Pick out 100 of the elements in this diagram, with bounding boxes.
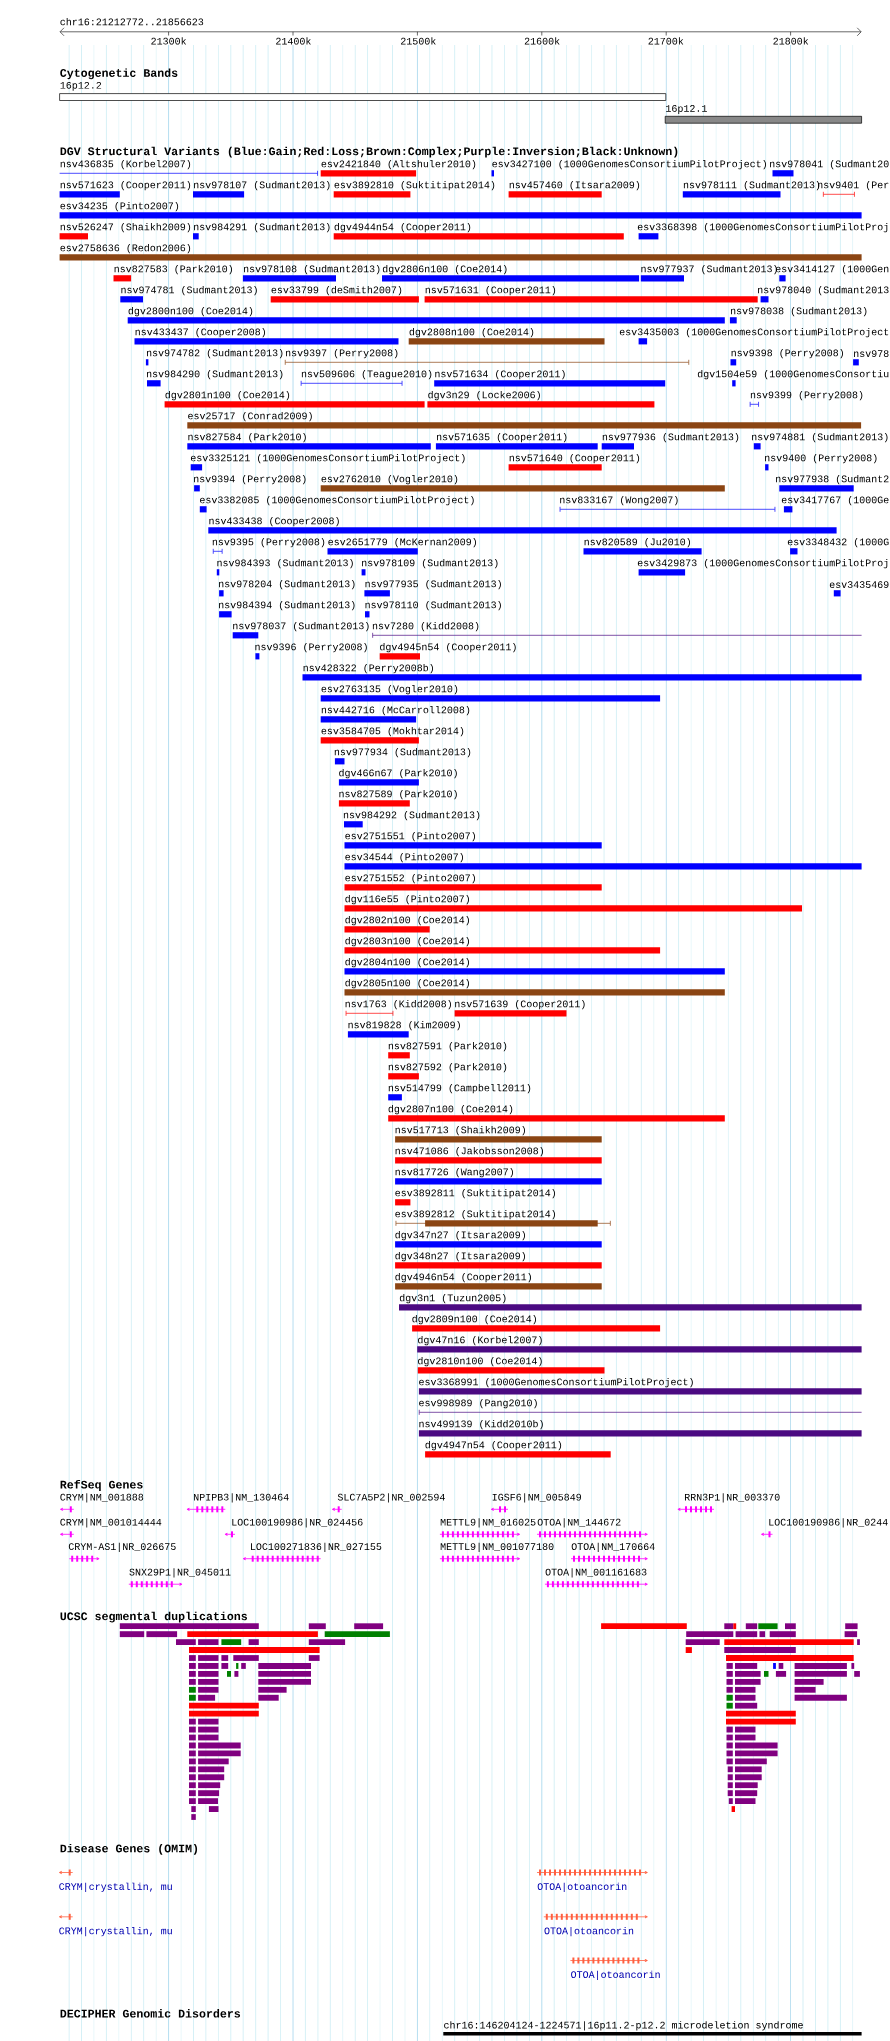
variant-label: esv2763135 (Vogler2010): [321, 684, 458, 695]
variant-label: dgv116e55 (Pinto2007): [345, 894, 470, 905]
band-label: 16p12.2: [60, 81, 102, 91]
variant-label: esv34235 (Pinto2007): [60, 201, 179, 212]
variant-label: nsv978110 (Sudmant2013): [365, 600, 501, 611]
variant-label: nsv977935 (Sudmant2013): [365, 579, 501, 590]
variant-label: nsv974881 (Sudmant2013): [752, 432, 888, 443]
variant-label: nsv977937 (Sudmant2013): [641, 264, 777, 275]
variant-label: nsv974782 (Sudmant2013): [147, 348, 283, 359]
variant-label: nsv571635 (Cooper2011): [437, 432, 567, 443]
variant-label: nsv978111 (Sudmant2013): [683, 180, 820, 191]
variant-label: nsv984394 (Sudmant2013): [219, 600, 355, 611]
variant-label: esv3584705 (Mokhtar2014): [321, 726, 464, 737]
variant-label: nsv978037 (Sudmant2013): [233, 621, 369, 632]
variant-label: nsv819828 (Kim2009): [348, 1020, 460, 1031]
gene-label: IGSF6|NM_005849: [492, 1493, 581, 1503]
variant-label: nsv1763 (Kidd2008): [345, 999, 452, 1010]
variant-label: esv34544 (Pinto2007): [345, 852, 464, 863]
variant-label: nsv984292 (Sudmant2013): [343, 810, 480, 821]
variant-label: nsv9397 (Perry2008): [286, 348, 398, 359]
gene-label: METTL9|NM_016025: [440, 1518, 536, 1528]
gene-label: CRYM|NM_001888: [60, 1493, 144, 1503]
variant-label: nsv978: [854, 350, 889, 357]
variant-label: esv33799 (deSmith2007): [271, 285, 402, 296]
variant-label: dgv347n27 (Itsara2009): [395, 1230, 526, 1241]
variant-label: nsv984290 (Sudmant2013): [147, 369, 283, 380]
variant-label: esv2751551 (Pinto2007): [345, 831, 476, 842]
band-label: 16p12.1: [666, 105, 707, 114]
variant-label: esv3892812 (Suktitipat2014): [395, 1209, 556, 1220]
gene-label: LOC100190986|NR_0244: [769, 1518, 888, 1528]
variant-label: nsv978109 (Sudmant2013): [362, 558, 498, 569]
gene-label: OTOA|NM_170664: [571, 1542, 655, 1552]
variant-label: dgv2802n100 (Coe2014): [345, 915, 470, 926]
variant-label: nsv457460 (Itsara2009): [509, 180, 640, 191]
variant-label: esv3435003 (1000GenomesConsortiumPilotProject: [619, 327, 889, 338]
variant-label: nsv984291 (Sudmant2013): [194, 222, 330, 233]
variant-label: esv3417767 (1000Ge: [781, 495, 889, 506]
variant-label: esv3368398 (1000GenomesConsortiumPilotProj: [637, 222, 888, 233]
tick-label: 21400k: [276, 37, 311, 45]
variant-label: dgv466n67 (Park2010): [339, 768, 457, 779]
variant-label: nsv571631 (Cooper2011): [425, 285, 556, 296]
variant-label: nsv442716 (McCarroll2008): [321, 705, 470, 716]
variant-label: dgv3n29 (Locke2006): [428, 390, 540, 401]
variant-label: nsv517713 (Shaikh2009): [395, 1125, 526, 1136]
tick-label: 21800k: [773, 37, 809, 45]
variant-label: nsv571634 (Cooper2011): [435, 369, 565, 380]
variant-label: dgv2808n100 (Coe2014): [409, 327, 534, 338]
tick-label: 21500k: [401, 37, 436, 45]
variant-label: nsv827583 (Park2010): [114, 264, 233, 275]
variant-label: nsv471086 (Jakobsson2008): [395, 1146, 544, 1157]
variant-label: dgv2803n100 (Coe2014): [345, 936, 470, 947]
variant-label: esv3892811 (Suktitipat2014): [395, 1188, 556, 1199]
variant-label: nsv977938 (Sudmant2: [776, 474, 889, 485]
variant-label: nsv977936 (Sudmant2013): [602, 432, 739, 443]
gene-label: NPIPB3|NM_130464: [194, 1493, 289, 1503]
locus-title: chr16:21212772..21856623: [60, 17, 204, 26]
variant-label: nsv827584 (Park2010): [188, 432, 306, 443]
variant-label: nsv817726 (Wang2007): [395, 1167, 514, 1178]
gene-label: LOC100271836|NR_027155: [251, 1542, 382, 1552]
variant-label: dgv2801n100 (Coe2014): [165, 390, 290, 401]
tick-label: 21300k: [151, 37, 187, 45]
variant-label: dgv2809n100 (Coe2014): [412, 1314, 537, 1325]
variant-label: nsv571640 (Cooper2011): [509, 453, 640, 464]
disease-gene-label: CRYM|crystallin, mu: [59, 1926, 172, 1937]
variant-label: esv2751552 (Pinto2007): [345, 873, 476, 884]
variant-label: esv2762010 (Vogler2010): [321, 474, 458, 485]
variant-label: dgv4945n54 (Cooper2011): [380, 642, 516, 653]
variant-label: nsv571639 (Cooper2011): [455, 999, 585, 1010]
variant-label: dgv2804n100 (Coe2014): [345, 957, 470, 968]
variant-label: esv2651779 (McKernan2009): [328, 537, 477, 548]
tick-label: 21600k: [524, 37, 560, 45]
gene-label: SNX29P1|NR_045011: [129, 1568, 231, 1578]
gene-label: METTL9|NM_001077180: [440, 1542, 554, 1552]
track-heading: Cytogenetic Bands: [60, 68, 178, 80]
variant-label: esv3892810 (Suktitipat2014): [334, 180, 495, 191]
variant-label: esv3429873 (1000GenomesConsortiumPilotProj: [637, 558, 888, 569]
variant-label: esv3368991 (1000GenomesConsortiumPilotProject): [419, 1377, 693, 1388]
variant-label: nsv977934 (Sudmant2013): [334, 747, 471, 758]
variant-label: nsv978107 (Sudmant2013): [194, 180, 330, 191]
variant-label: esv3427100 (1000GenomesConsortiumPilotProject): [492, 159, 766, 170]
variant-label: nsv978038 (Sudmant2013): [731, 306, 867, 317]
variant-label: nsv978108 (Sudmant2013): [244, 264, 380, 275]
disorder-label: chr16:146204124-1224571|16p11.2-p12.2 microdeletion syndrome: [444, 2021, 803, 2031]
variant-label: nsv820589 (Ju2010): [584, 537, 691, 548]
variant-label: nsv978041 (Sudmant20: [770, 159, 889, 170]
variant-label: nsv827592 (Park2010): [388, 1062, 507, 1073]
variant-label: nsv436835 (Korbel2007): [60, 159, 191, 170]
variant-label: nsv9395 (Perry2008): [212, 537, 325, 548]
tick-label: 21700k: [648, 37, 684, 45]
variant-label: esv3414127 (1000Gen: [775, 264, 889, 275]
track-heading: UCSC segmental duplications: [60, 1611, 247, 1623]
variant-label: nsv499139 (Kidd2010b): [419, 1419, 543, 1430]
gene-label: OTOA|NM_001161683: [545, 1568, 647, 1578]
variant-label: esv3348432 (1000G: [787, 537, 889, 548]
variant-label: dgv2805n100 (Coe2014): [345, 978, 470, 989]
variant-label: nsv984393 (Sudmant2013): [217, 558, 353, 569]
variant-label: dgv1504e59 (1000GenomesConsortiu: [697, 369, 889, 380]
variant-label: nsv978040 (Sudmant2013: [758, 285, 889, 296]
variant-label: dgv2806n100 (Coe2014): [382, 264, 507, 275]
variant-label: dgv348n27 (Itsara2009): [395, 1251, 526, 1262]
